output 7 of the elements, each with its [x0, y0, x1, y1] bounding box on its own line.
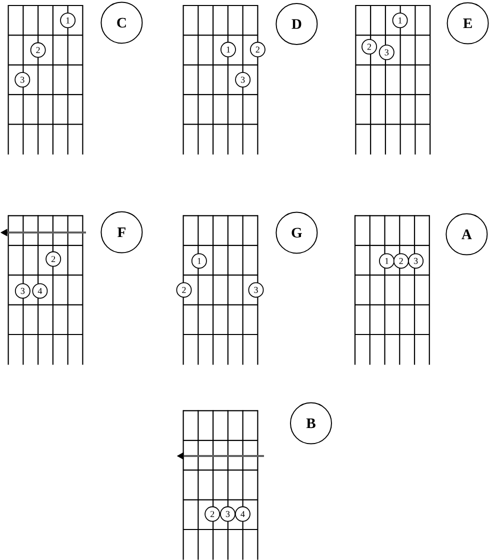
fretboard-grid — [182, 4, 258, 155]
fretboard-grid — [182, 410, 258, 560]
fretboard-grid — [8, 4, 84, 155]
fretboard-grid — [354, 215, 430, 365]
fretboard-grid — [8, 215, 84, 365]
fretboard-grid — [355, 4, 431, 155]
fretboard-grid — [182, 215, 258, 365]
